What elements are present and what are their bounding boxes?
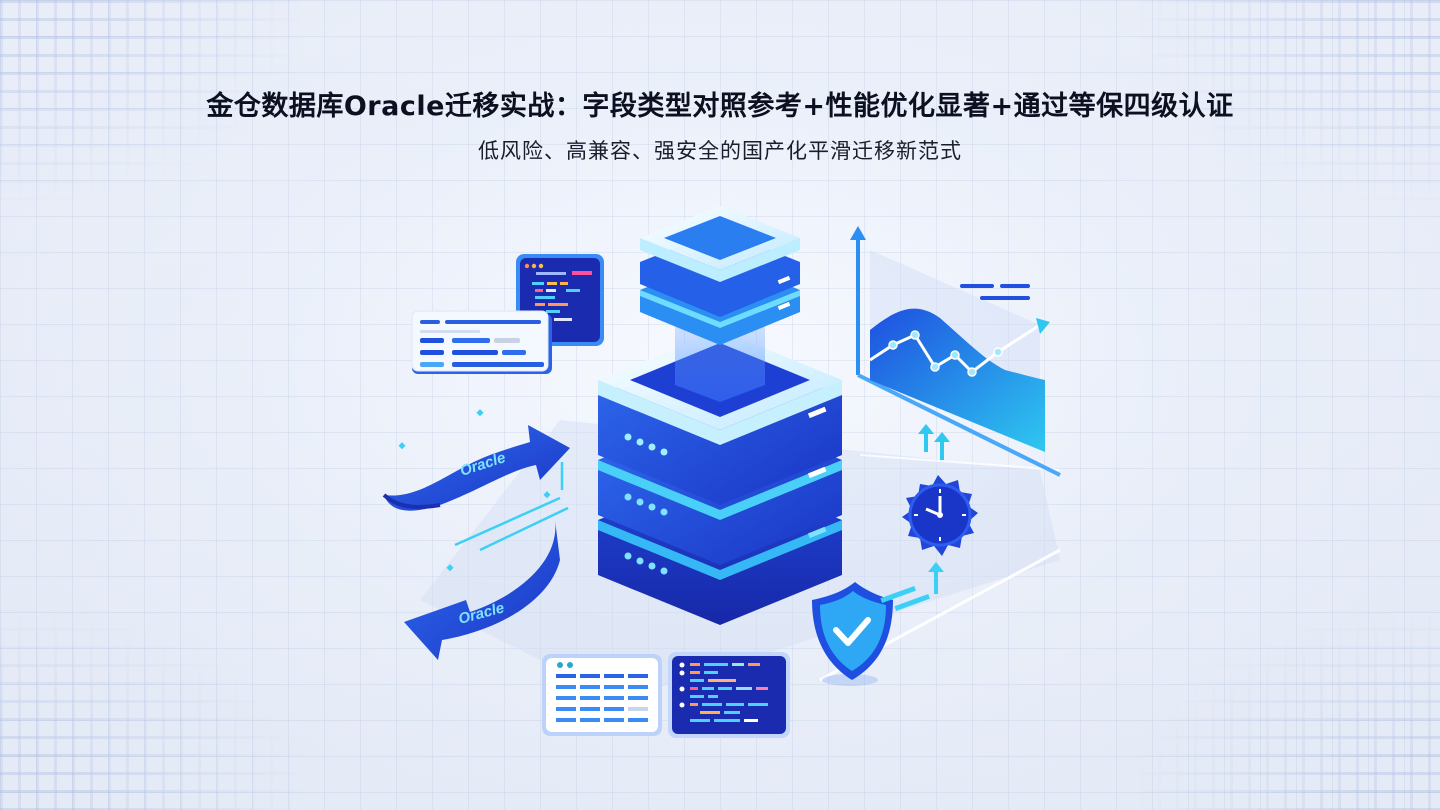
shield-check-icon — [812, 582, 893, 686]
corner-pattern-bottom-right — [1140, 610, 1440, 810]
line-chart-icon — [850, 226, 1061, 477]
corner-pattern-bottom-left — [0, 610, 300, 810]
page-title: 金仓数据库Oracle迁移实战：字段类型对照参考+性能优化显著+通过等保四级认证 — [206, 91, 1234, 122]
table-icon — [542, 654, 662, 736]
database-server-icon — [598, 206, 842, 625]
form-panel-icon — [411, 310, 552, 374]
clock-badge-icon — [902, 475, 978, 556]
flow-arrows — [880, 562, 944, 611]
corner-pattern-top-right — [1140, 0, 1440, 200]
up-arrows-icon — [918, 424, 950, 460]
corner-pattern-top-left — [0, 0, 300, 200]
data-flow-lines — [398, 409, 569, 572]
page-subtitle: 低风险、高兼容、强安全的国产化平滑迁移新范式 — [478, 139, 962, 163]
code-terminal-icon — [668, 652, 790, 738]
